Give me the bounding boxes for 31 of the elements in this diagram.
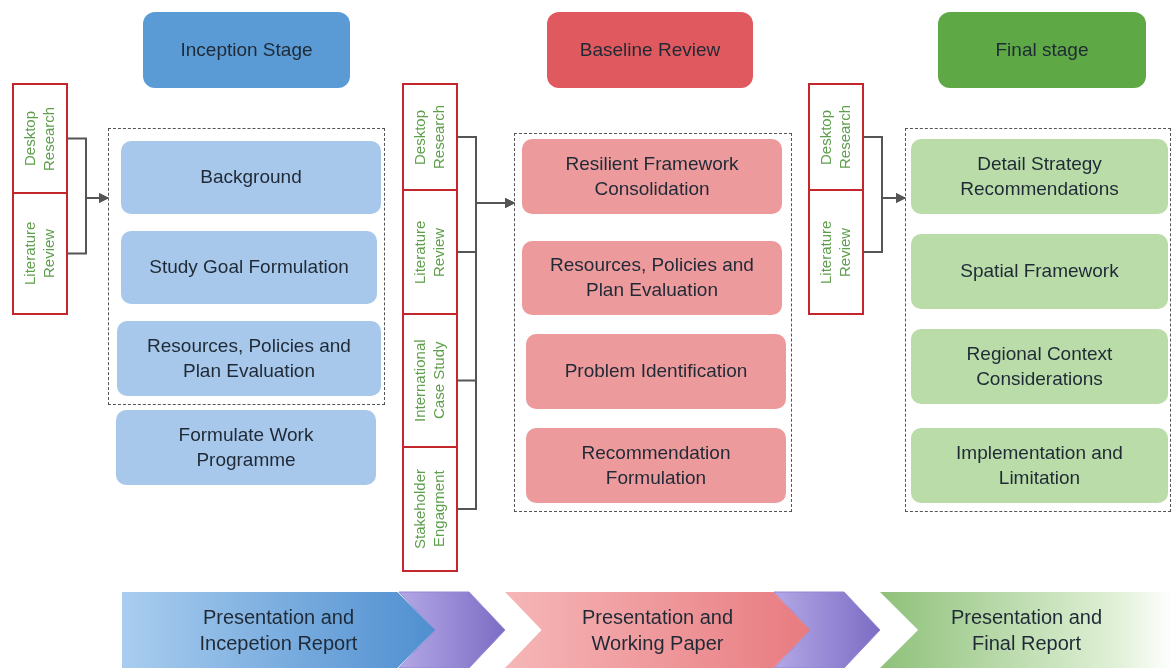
method-tag: Desktop Research [12,83,68,194]
task-box: Formulate Work Programme [116,410,376,485]
task-box: Recommendation Formulation [526,428,786,503]
task-box: Problem Identification [526,334,786,409]
bracket-arrow [67,193,109,255]
task-box: Spatial Framework [911,234,1168,309]
dashed-group-box [905,128,1171,512]
bracket-arrow [457,198,515,510]
method-tag: Desktop Research [402,83,458,191]
method-tag: Desktop Research [808,83,864,191]
task-box: Background [121,141,381,214]
stage-header: Final stage [938,12,1146,88]
stage-header: Inception Stage [143,12,350,88]
dashed-group-box [514,133,792,512]
task-box: Implementation and Limitation [911,428,1168,503]
method-tag: Stakeholder Engagment [402,446,458,572]
task-box: Resources, Policies and Plan Evaluation [522,241,782,315]
chevron-arrow [398,591,506,668]
task-box: Regional Context Considerations [911,329,1168,404]
method-tag: International Case Study [402,313,458,448]
method-tag: Literature Review [12,192,68,315]
stage-header: Baseline Review [547,12,753,88]
bracket-arrow [863,193,906,253]
task-box: Study Goal Formulation [121,231,377,304]
task-box: Resilient Framework Consolidation [522,139,782,214]
dashed-group-box [108,128,385,405]
method-tag: Literature Review [402,189,458,315]
chevron-arrow [773,591,881,668]
task-box: Detail Strategy Recommendations [911,139,1168,214]
method-tag: Literature Review [808,189,864,315]
task-box: Resources, Policies and Plan Evaluation [117,321,381,396]
